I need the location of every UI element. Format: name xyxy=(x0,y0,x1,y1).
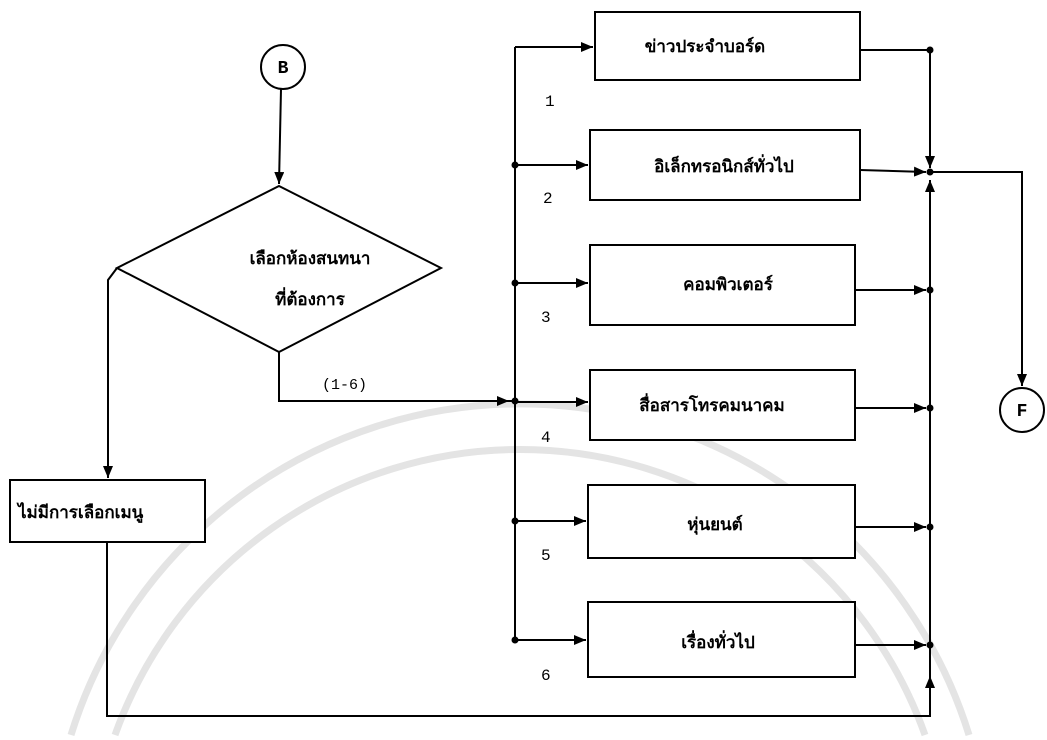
junction-dot xyxy=(511,517,519,525)
junction-dot xyxy=(511,279,519,287)
arrow-to-end-connector xyxy=(930,171,1027,386)
output-arrow-1 xyxy=(860,49,935,168)
room-box-1: ข่าวประจำบอร์ด xyxy=(594,11,861,81)
junction-dot xyxy=(511,397,519,405)
room-box-4: สื่อสารโทรคมนาคม xyxy=(589,369,856,441)
junction-dot xyxy=(511,636,519,644)
room-label-1: ข่าวประจำบอร์ด xyxy=(645,36,765,57)
junction-dot xyxy=(926,641,934,649)
branch-number-6: 6 xyxy=(541,667,551,685)
output-arrow-2 xyxy=(859,166,927,177)
junction-dot xyxy=(926,46,934,54)
room-box-5: หุ่นยนต์ xyxy=(587,484,856,559)
junction-dot xyxy=(511,161,519,169)
room-box-6: เรื่องทั่วไป xyxy=(587,601,856,678)
room-label-5: หุ่นยนต์ xyxy=(687,514,742,535)
junction-dot xyxy=(926,404,934,412)
room-box-3: คอมพิวเตอร์ xyxy=(589,244,856,326)
branch-number-4: 4 xyxy=(541,429,551,447)
room-label-4: สื่อสารโทรคมนาคม xyxy=(639,393,784,416)
room-label-2: อิเล็กทรอนิกส์ทั่วไป xyxy=(654,154,794,177)
start-connector-label: B xyxy=(278,59,289,79)
room-box-2: อิเล็กทรอนิกส์ทั่วไป xyxy=(589,129,861,201)
branch-number-1: 1 xyxy=(545,93,555,111)
watermark-seal xyxy=(67,400,973,737)
room-label-3: คอมพิวเตอร์ xyxy=(683,274,774,295)
room-label-6: เรื่องทั่วไป xyxy=(681,630,755,653)
decision-diamond: เลือกห้องสนทนา ที่ต้องการ xyxy=(114,184,444,354)
no-selection-box: ไม่มีการเลือกเมนู xyxy=(9,479,206,543)
end-connector: F xyxy=(999,387,1045,433)
line-decision-to-rooms xyxy=(278,352,515,402)
start-connector: B xyxy=(260,44,306,90)
junction-dot xyxy=(926,523,934,531)
branch-number-5: 5 xyxy=(541,547,551,565)
arrow-no-selection-loop xyxy=(106,542,935,717)
arrowhead-range xyxy=(497,396,509,406)
end-connector-label: F xyxy=(1017,402,1028,422)
branch-number-3: 3 xyxy=(541,309,551,327)
range-label: (1-6) xyxy=(322,377,367,394)
decision-text-line1: เลือกห้องสนทนา xyxy=(250,248,371,269)
junction-dot xyxy=(926,286,934,294)
branch-number-2: 2 xyxy=(543,190,553,208)
no-selection-label: ไม่มีการเลือกเมนู xyxy=(16,502,144,524)
decision-text-line2: ที่ต้องการ xyxy=(275,287,346,310)
arrow-start-to-decision xyxy=(274,88,285,185)
arrow-decision-to-no-selection xyxy=(103,267,118,478)
